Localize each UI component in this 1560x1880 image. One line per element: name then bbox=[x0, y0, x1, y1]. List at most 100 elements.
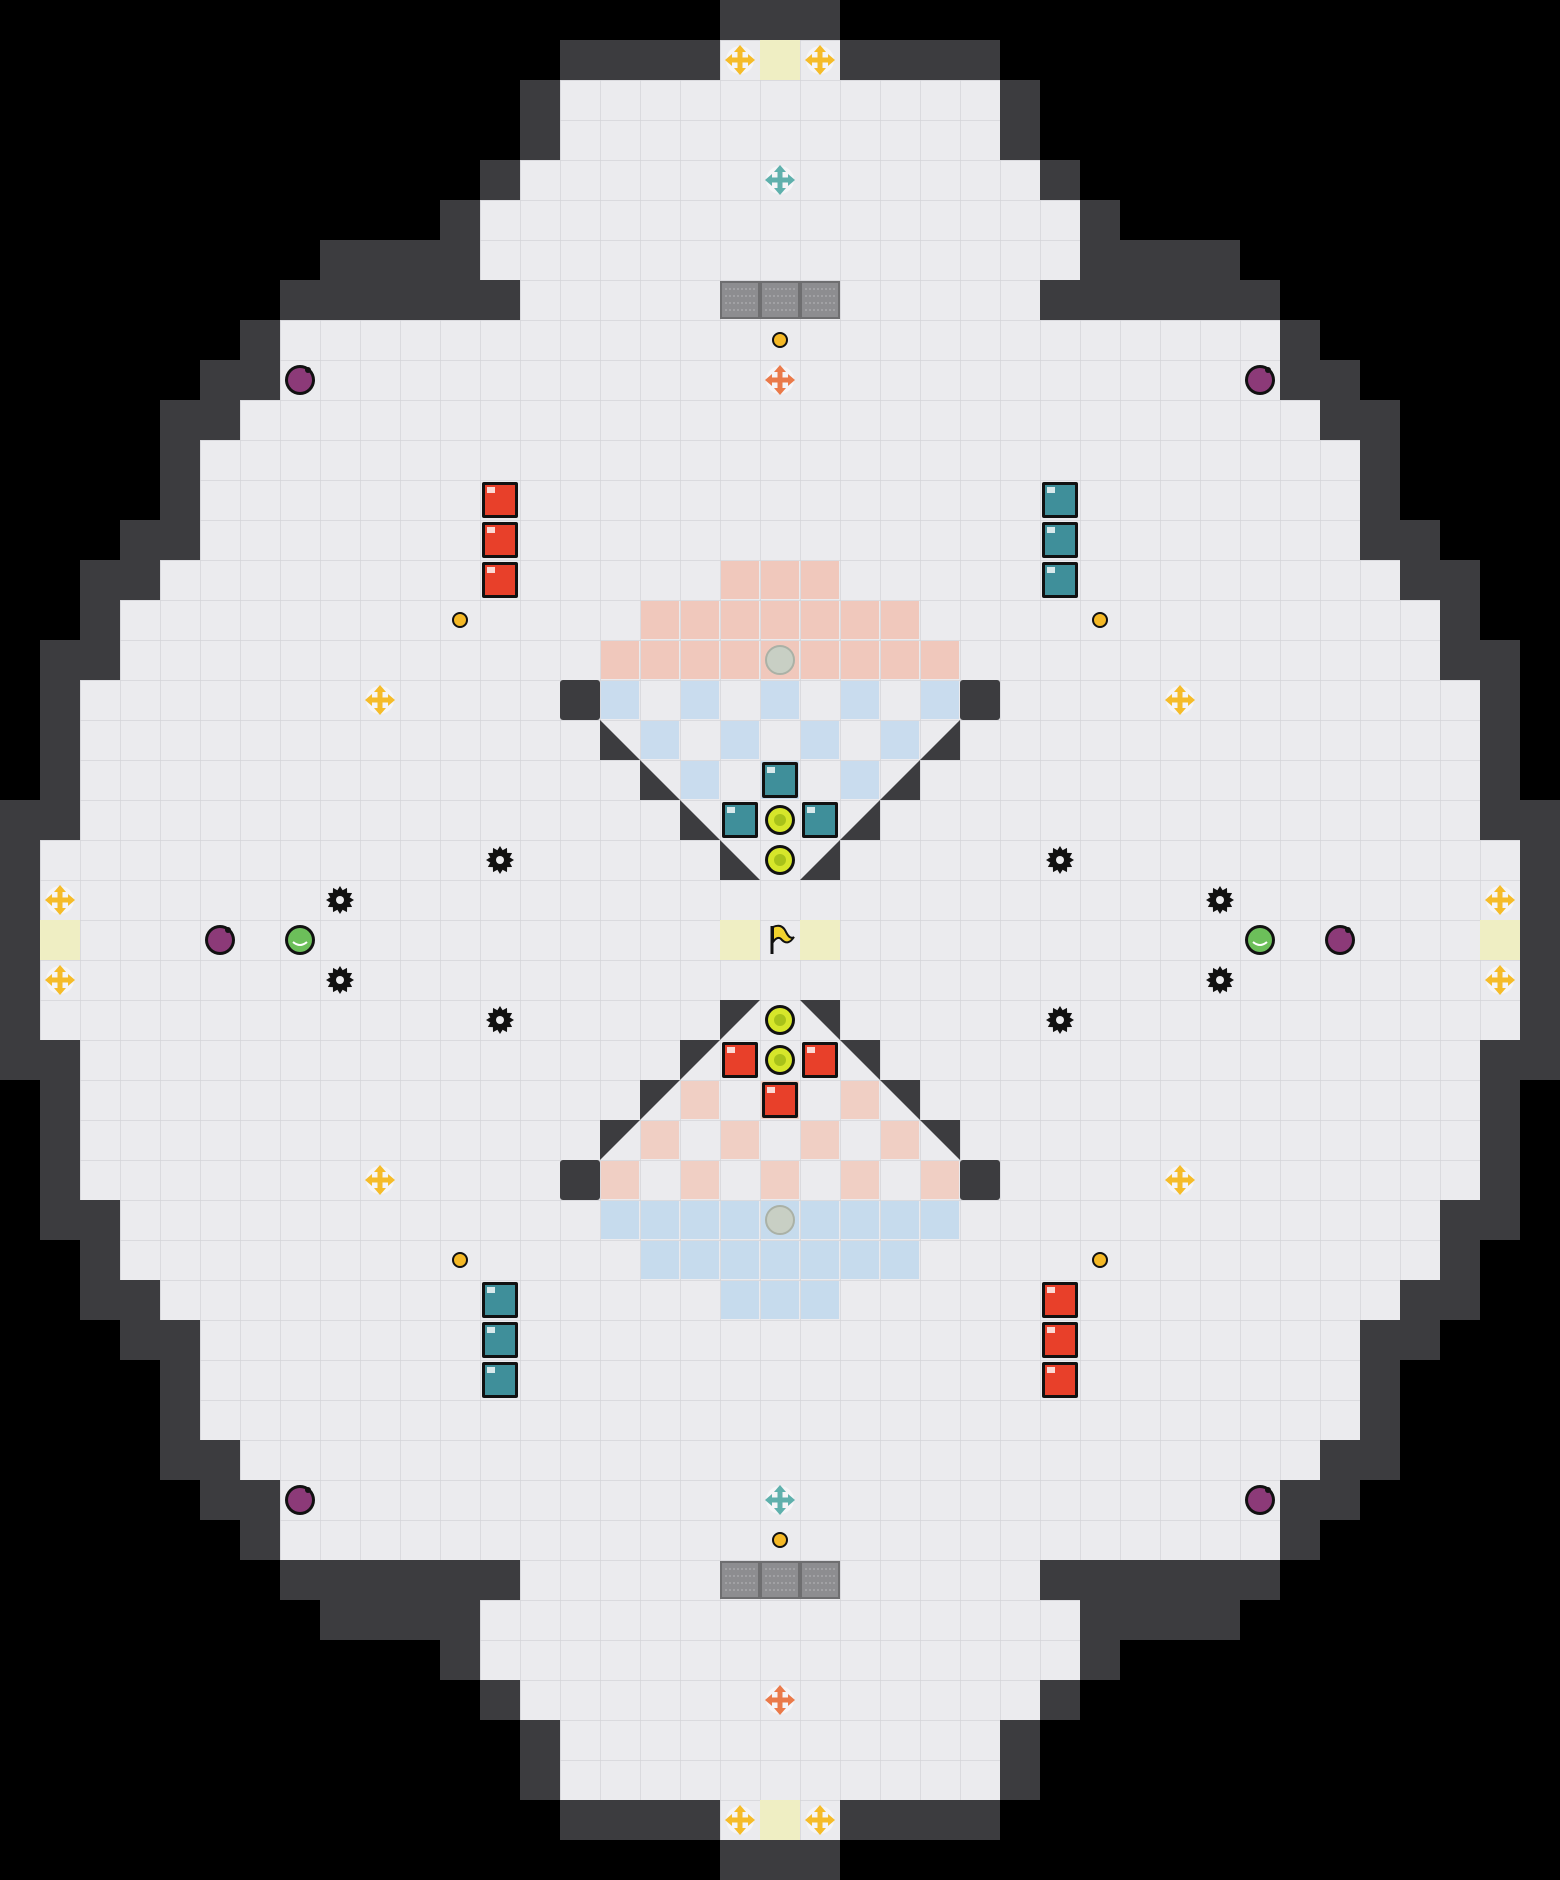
portal-arrow-left bbox=[1165, 1174, 1172, 1186]
gate-tile bbox=[800, 281, 840, 319]
zone-tile bbox=[761, 1241, 799, 1279]
powerup-mark bbox=[292, 941, 308, 946]
spike-hazard bbox=[326, 886, 354, 914]
diagonal-wall bbox=[640, 1080, 680, 1120]
blue-crate bbox=[482, 1322, 518, 1358]
switch-dot bbox=[1092, 1252, 1108, 1268]
spawn-tile bbox=[1480, 920, 1520, 960]
red-crate bbox=[482, 562, 518, 598]
bomb-fuse bbox=[1265, 367, 1271, 373]
portal-arrow-up bbox=[734, 1805, 746, 1812]
spike-center bbox=[1216, 976, 1224, 984]
yellow-portal-marker bbox=[725, 45, 755, 75]
ball-spawn-marker bbox=[765, 645, 795, 675]
portal-bar-h bbox=[1490, 977, 1510, 983]
crate-shine bbox=[727, 807, 735, 813]
powerup bbox=[1245, 925, 1275, 955]
portal-arrow-right bbox=[788, 1494, 795, 1506]
zone-tile bbox=[681, 1161, 719, 1199]
zone-tile bbox=[721, 721, 759, 759]
bomb-fuse bbox=[1265, 1487, 1271, 1493]
zone-tile bbox=[761, 561, 799, 599]
portal-arrow-down bbox=[54, 988, 66, 995]
portal-arrow-down bbox=[1494, 988, 1506, 995]
zone-tile bbox=[801, 1241, 839, 1279]
yellow-portal-marker bbox=[45, 965, 75, 995]
bomb-body bbox=[1248, 368, 1272, 392]
zone-tile bbox=[681, 601, 719, 639]
crate-shine bbox=[807, 1047, 815, 1053]
gate-tile bbox=[720, 1561, 760, 1599]
floor-strip bbox=[480, 200, 1080, 240]
portal-arrow-down bbox=[774, 1708, 786, 1715]
zone-tile bbox=[641, 1241, 679, 1279]
powerup-body bbox=[288, 928, 312, 952]
yellow-portal-marker bbox=[805, 45, 835, 75]
spike-center bbox=[496, 1016, 504, 1024]
zone-tile bbox=[641, 1121, 679, 1159]
portal-arrow-left bbox=[365, 1174, 372, 1186]
floor-strip bbox=[40, 880, 1520, 920]
yellow-portal-marker bbox=[1165, 1165, 1195, 1195]
portal-bar-h bbox=[50, 977, 70, 983]
floor-strip bbox=[200, 440, 1360, 480]
powerup bbox=[285, 925, 315, 955]
goal-zone-red-checker bbox=[601, 1081, 959, 1199]
bomb bbox=[285, 365, 315, 395]
zone-tile bbox=[841, 1201, 879, 1239]
orange-portal-marker bbox=[765, 1685, 795, 1715]
zone-tile bbox=[841, 1241, 879, 1279]
crate-shine bbox=[727, 1047, 735, 1053]
spike-hazard bbox=[1046, 846, 1074, 874]
portal-arrow-down bbox=[814, 68, 826, 75]
portal-arrow-left bbox=[765, 374, 772, 386]
zone-tile bbox=[921, 1201, 959, 1239]
portal-arrow-up bbox=[1174, 685, 1186, 692]
portal-bar-h bbox=[370, 697, 390, 703]
portal-arrow-up bbox=[774, 1685, 786, 1692]
portal-arrow-left bbox=[45, 974, 52, 986]
blue-crate bbox=[1042, 482, 1078, 518]
portal-arrow-down bbox=[1174, 1188, 1186, 1195]
zone-tile bbox=[721, 1201, 759, 1239]
portal-arrow-left bbox=[45, 894, 52, 906]
portal-arrow-down bbox=[774, 188, 786, 195]
boost-core bbox=[774, 1054, 786, 1066]
zone-tile bbox=[881, 641, 919, 679]
gate-tile bbox=[760, 281, 800, 319]
diagonal-wall bbox=[720, 840, 760, 880]
blue-crate bbox=[1042, 562, 1078, 598]
portal-arrow-up bbox=[774, 1485, 786, 1492]
portal-bar-h bbox=[1490, 897, 1510, 903]
bomb-fuse bbox=[225, 927, 231, 933]
zone-tile bbox=[881, 1241, 919, 1279]
zone-tile bbox=[641, 601, 679, 639]
portal-arrow-down bbox=[1494, 908, 1506, 915]
portal-bar-h bbox=[730, 57, 750, 63]
yellow-portal-marker bbox=[805, 1805, 835, 1835]
crate-shine bbox=[1047, 1367, 1055, 1373]
portal-arrow-left bbox=[765, 174, 772, 186]
flag-cloth bbox=[772, 924, 795, 946]
portal-arrow-left bbox=[1165, 694, 1172, 706]
red-crate bbox=[1042, 1362, 1078, 1398]
yellow-portal-marker bbox=[725, 1805, 755, 1835]
floor-strip bbox=[240, 1440, 1320, 1480]
gate-tile bbox=[800, 1561, 840, 1599]
crate-shine bbox=[487, 1327, 495, 1333]
boost-core bbox=[774, 1014, 786, 1026]
spawn-tile bbox=[40, 920, 80, 960]
yellow-portal-marker bbox=[45, 885, 75, 915]
floor-strip bbox=[80, 1120, 1480, 1160]
red-crate bbox=[802, 1042, 838, 1078]
portal-arrow-down bbox=[734, 68, 746, 75]
crate-shine bbox=[1047, 1287, 1055, 1293]
yellow-portal-marker bbox=[365, 685, 395, 715]
crate-shine bbox=[767, 1087, 775, 1093]
gate-tile bbox=[760, 1561, 800, 1599]
diagonal-wall bbox=[920, 720, 960, 760]
inner-wall-block bbox=[960, 1160, 1000, 1200]
zone-tile bbox=[801, 1121, 839, 1159]
boost-core bbox=[774, 854, 786, 866]
spike-hazard bbox=[1206, 966, 1234, 994]
